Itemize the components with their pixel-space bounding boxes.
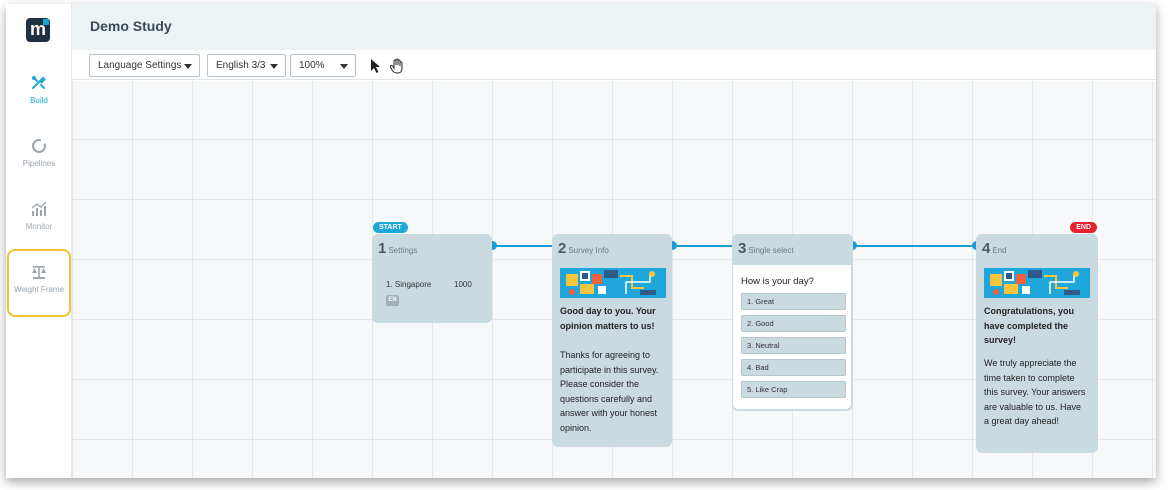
caret-down-icon	[340, 64, 348, 69]
sidebar-item-monitor[interactable]: Monitor	[6, 200, 72, 231]
toolbar: Language Settings English 3/3 100%	[72, 50, 1156, 80]
sidebar-item-label: Pipelines	[22, 159, 56, 168]
node-number: 3	[738, 240, 747, 257]
end-heading: Congratulations, you have completed the …	[984, 306, 1074, 345]
language-badge: EN	[386, 295, 399, 306]
end-banner-image	[984, 268, 1090, 298]
header: Demo Study	[72, 4, 1156, 50]
dropdown-label: 100%	[299, 60, 325, 71]
connector-dot[interactable]	[668, 241, 677, 250]
node-type: Single select	[748, 246, 794, 255]
sidebar-item-build[interactable]: Build	[6, 74, 72, 105]
end-tag: END	[1070, 222, 1097, 233]
app-window: m Build Pipelines Monitor	[6, 4, 1156, 478]
pointer-tool-icon[interactable]	[369, 58, 383, 74]
node-type: Survey Info	[568, 246, 609, 255]
survey-heading: Good day to you. Your opinion matters to…	[560, 306, 656, 331]
connector-1-2	[492, 245, 556, 247]
pipelines-icon	[32, 139, 46, 153]
sidebar: m Build Pipelines Monitor	[6, 4, 72, 478]
caret-down-icon	[270, 64, 278, 69]
location-label: 1. Singapore	[386, 280, 432, 289]
node-number: 1	[378, 240, 387, 257]
answer-option[interactable]: 3. Neutral	[741, 337, 846, 354]
sidebar-item-label: Monitor	[25, 222, 53, 231]
dropdown-label: Language Settings	[98, 60, 182, 71]
connector-dot[interactable]	[488, 241, 497, 250]
connector-2-3	[672, 245, 736, 247]
end-body: We truly appreciate the time taken to co…	[984, 358, 1086, 426]
survey-body: Thanks for agreeing to participate in th…	[560, 350, 659, 433]
connector-3-4	[852, 245, 976, 247]
node-number: 2	[558, 240, 567, 257]
answer-option[interactable]: 5. Like Crap	[741, 381, 846, 398]
monitor-icon	[31, 201, 47, 216]
weight-frame-highlight	[7, 249, 71, 317]
dropdown-label: English 3/3	[216, 60, 266, 71]
node-number: 4	[982, 240, 991, 257]
node-type: End	[992, 246, 1007, 255]
survey-banner-image	[560, 268, 666, 298]
answer-option[interactable]: 4. Bad	[741, 359, 846, 376]
question-panel: How is your day? 1. Great 2. Good 3. Neu…	[732, 264, 852, 410]
sidebar-item-pipelines[interactable]: Pipelines	[6, 137, 72, 168]
caret-down-icon	[184, 64, 192, 69]
zoom-dropdown[interactable]: 100%	[290, 54, 356, 77]
sidebar-item-label: Build	[30, 96, 48, 105]
question-text: How is your day?	[741, 276, 814, 287]
hand-tool-icon[interactable]	[389, 58, 405, 74]
quota-value: 1000	[454, 280, 472, 289]
logo-dot	[43, 19, 49, 25]
build-icon	[32, 76, 46, 89]
answer-option[interactable]: 1. Great	[741, 293, 846, 310]
language-settings-dropdown[interactable]: Language Settings	[89, 54, 200, 77]
sidebar-item-label: Weight Frame	[13, 285, 65, 294]
page-title: Demo Study	[90, 18, 172, 34]
answer-option[interactable]: 2. Good	[741, 315, 846, 332]
node-type: Settings	[388, 246, 418, 255]
scale-icon	[32, 266, 46, 279]
language-dropdown[interactable]: English 3/3	[207, 54, 286, 77]
start-tag: START	[373, 222, 408, 233]
sidebar-item-weight-frame[interactable]: Weight Frame	[6, 263, 72, 294]
app-logo[interactable]: m	[26, 18, 50, 42]
